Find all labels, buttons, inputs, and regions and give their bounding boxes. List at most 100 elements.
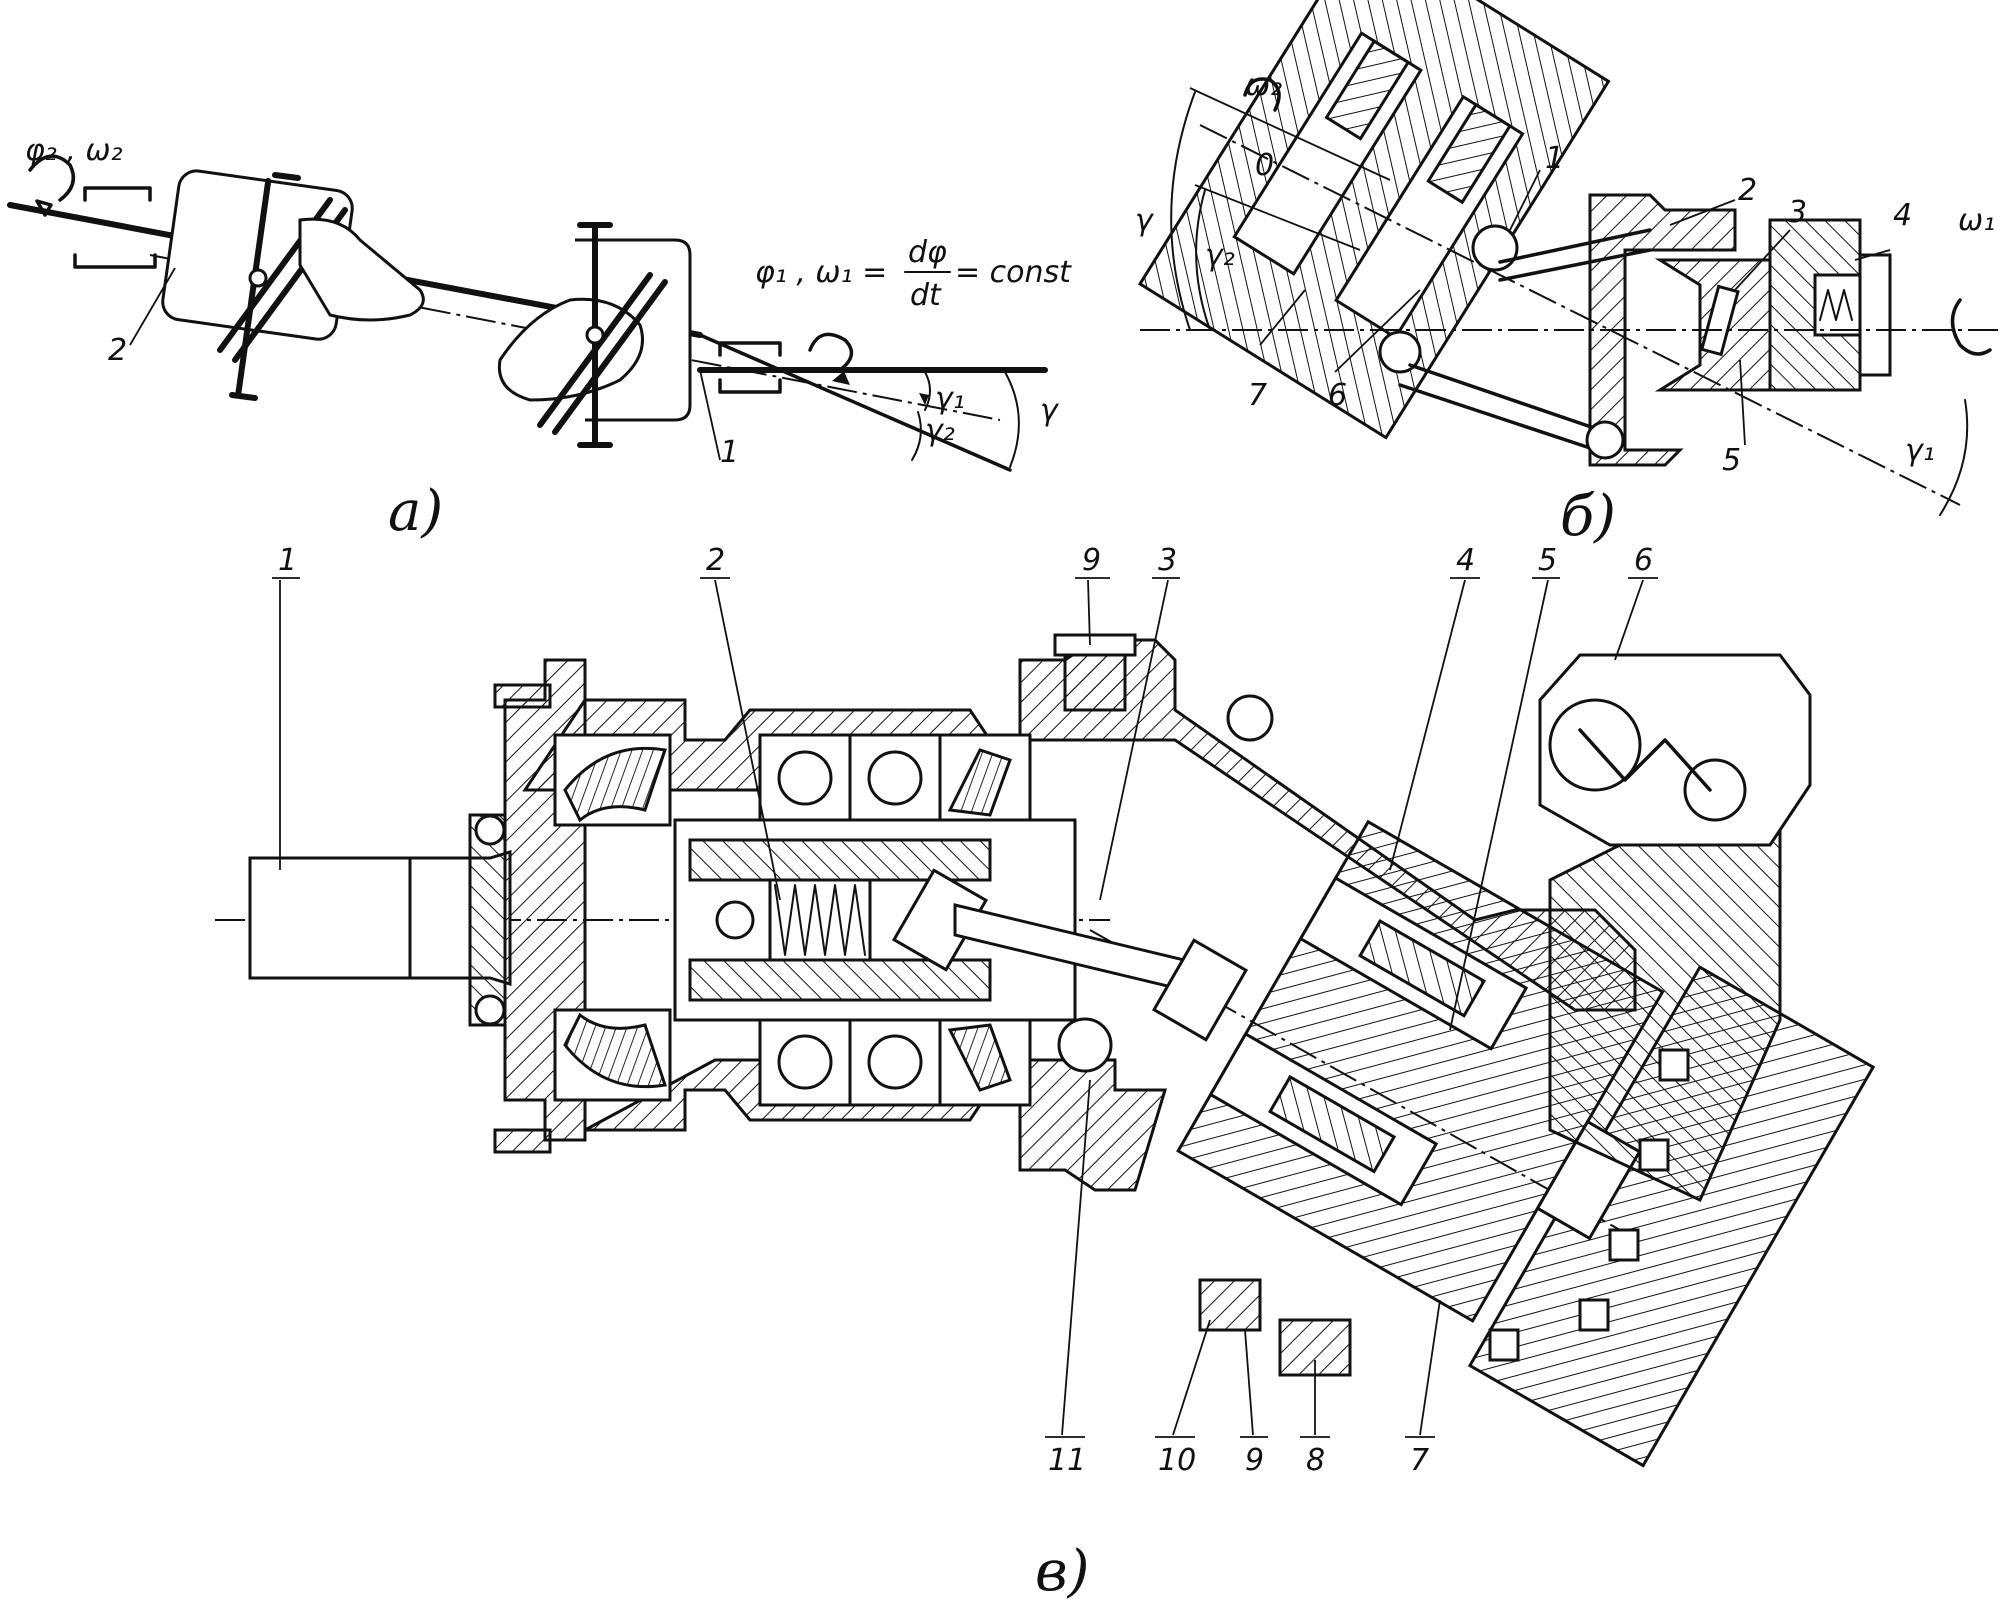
label-gamma1-b: γ₁ [1905,433,1935,468]
roller-left-lower [563,1012,667,1089]
left-cross-vertical [235,177,272,397]
bolt-upper-cover [493,683,552,709]
leader-b-2 [1669,199,1736,226]
rod-lower-b [1398,383,1592,450]
piston-lower-v [1268,1074,1397,1174]
label-v-11: 11 [1048,1443,1086,1478]
angle-ref-upper [1189,87,1391,181]
rotation-arrow-right-icon [808,332,854,372]
mount-hole [1226,694,1274,742]
arc-arrow-icon [919,393,929,405]
panel-v-assembly: 1 2 9 3 4 5 6 11 10 9 8 7 в) [215,543,1876,1604]
bearing-row-top [758,733,1032,822]
left-cross-cap-bottom [229,392,258,401]
shaft-wall-upper [688,838,992,882]
spring-cavity [1813,273,1862,337]
output-shaft [1858,253,1892,377]
label-gamma-b: γ [1135,203,1155,238]
label-dphi: dφ [908,235,947,270]
label-gamma-a: γ [1040,393,1060,428]
piston-lower [1426,102,1512,205]
taper-roller-top [947,748,1012,817]
leader-part-2 [129,267,176,346]
leader-v-6 [1614,579,1644,661]
label-gamma2-b: γ₂ [1205,238,1235,273]
seal-ring [468,813,507,1027]
label-origin-b: 0 [1255,148,1274,183]
ball-joint-upper [1471,224,1519,272]
leader-v-7 [1419,1299,1441,1436]
bolt-r4 [1578,1298,1610,1332]
right-joint-centre [585,325,605,345]
spring-icon [1819,289,1853,321]
fitting-9-top [1063,648,1127,712]
label-const: = const [955,255,1072,290]
axis-inclined-b [1199,124,1961,506]
leader-b-7 [1259,289,1306,346]
label-v-1: 1 [278,543,297,578]
port-opening-right [1683,758,1747,822]
port-pin-icon [1578,728,1712,792]
angle-ray-lower [698,333,1012,472]
leader-part-1 [699,369,721,461]
left-joint-centre [248,268,268,288]
angle-ref-mid [1194,184,1361,251]
arc-gamma2-b [1195,189,1211,331]
angle-arc-g [1004,371,1020,468]
leader-v-10 [1172,1319,1211,1436]
label-v-9-bottom: 9 [1245,1443,1264,1478]
label-v-3: 3 [1158,543,1177,578]
bolt-r1 [1658,1048,1690,1082]
caption-a: а) [388,479,443,544]
label-b-part-6: 6 [1328,378,1347,413]
cardan-joint-right [1151,938,1249,1042]
label-b-part-5: 5 [1722,443,1741,478]
piston-upper-v [1358,919,1487,1018]
piston-upper [1324,39,1411,141]
label-b-part-1: 1 [1545,141,1564,176]
panel-b-section: ω₂ ω₁ 0 γ γ₂ γ₁ 1 2 3 4 5 7 6 б) [1135,0,2000,549]
bearing-row-bottom [758,1018,1032,1107]
leader-b-6 [1334,289,1421,373]
omega1-arrow-icon [1950,298,1992,356]
leader-v-5 [1449,579,1549,1031]
label-b-part-2: 2 [1738,173,1757,208]
label-b-part-4: 4 [1893,198,1912,233]
label-v-8: 8 [1306,1443,1325,1478]
label-omega2-b: ω₂ [1245,68,1282,103]
leader-b-4 [1854,249,1891,261]
spring-2-icon [774,884,866,956]
label-omega1-b: ω₁ [1958,203,1995,238]
left-cross-cap-top [272,172,301,181]
ball-centre [1057,1017,1113,1073]
bearing-bracket-right-lower [718,378,782,394]
leader-v-9-bottom [1244,1329,1254,1436]
label-v-10: 10 [1158,1443,1196,1478]
rod-upper-b [1498,248,1652,282]
cylinder-block-v [1176,819,1876,1468]
roller-left-upper [563,746,667,823]
bolt-r2 [1638,1138,1670,1172]
label-v-6: 6 [1634,543,1653,578]
bolt-r3 [1608,1228,1640,1262]
leader-b-5 [1739,359,1746,446]
left-fork [298,217,425,322]
bearing-bracket-right-upper [718,341,782,357]
label-b-part-7: 7 [1248,378,1267,413]
label-part-2-a: 2 [108,333,127,368]
panel-a-kinematic-scheme: φ₂ , ω₂ φ₁ , ω₁ = dφ dt = const 2 1 γ₁ γ… [7,133,1072,544]
label-v-7: 7 [1410,1443,1429,1478]
rod-lower [1408,363,1602,432]
label-v-4: 4 [1456,543,1475,578]
ball-joint-flange [1585,420,1625,460]
output-shaft-1 [248,856,412,980]
leader-v-11 [1061,1079,1091,1436]
tilted-block [1137,0,1611,440]
label-gamma1-a: γ₁ [935,381,965,416]
angle-arc-g2 [911,411,922,461]
centre-pin-3 [1699,284,1740,357]
taper-roller-bot [947,1023,1012,1092]
right-fork [497,297,644,402]
label-part-1-a: 1 [720,435,739,470]
